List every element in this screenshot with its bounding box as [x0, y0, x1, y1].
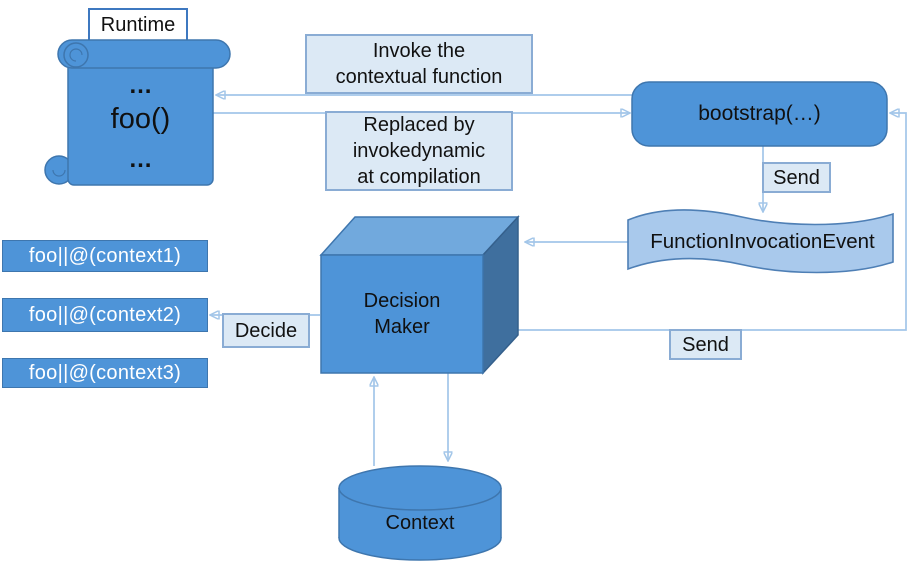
- context-cylinder-shape: [338, 465, 502, 561]
- event-flag-shape: [627, 209, 894, 274]
- foo-context1-text: foo||@(context1): [28, 244, 182, 267]
- bootstrap-node-shape: [631, 81, 888, 147]
- replaced-note-line1: Replaced by: [363, 114, 475, 136]
- runtime-scroll-shape: [44, 39, 231, 186]
- runtime-label: Runtime: [88, 8, 188, 42]
- foo-context3-box: foo||@(context3): [2, 358, 208, 388]
- send-top-text: Send: [773, 166, 820, 189]
- runtime-label-text: Runtime: [100, 13, 176, 36]
- replaced-note-line2: invokedynamic: [352, 140, 486, 162]
- decide-label-text: Decide: [234, 319, 298, 342]
- send-label-top: Send: [762, 162, 831, 193]
- foo-context2-text: foo||@(context2): [28, 303, 182, 326]
- replaced-note: Replaced by invokedynamic at compilation: [325, 111, 513, 191]
- invoke-note-line1: Invoke the: [372, 40, 466, 62]
- invoke-note-line2: contextual function: [335, 66, 503, 88]
- replaced-note-line3: at compilation: [357, 166, 481, 188]
- decide-label: Decide: [222, 313, 310, 348]
- send-bottom-text: Send: [682, 333, 729, 356]
- send-label-bottom: Send: [669, 329, 742, 360]
- decision-maker-cube-shape: [319, 215, 520, 375]
- foo-context2-box: foo||@(context2): [2, 298, 208, 332]
- foo-context1-box: foo||@(context1): [2, 240, 208, 272]
- invoke-note: Invoke the contextual function: [305, 34, 533, 94]
- foo-context3-text: foo||@(context3): [28, 361, 182, 384]
